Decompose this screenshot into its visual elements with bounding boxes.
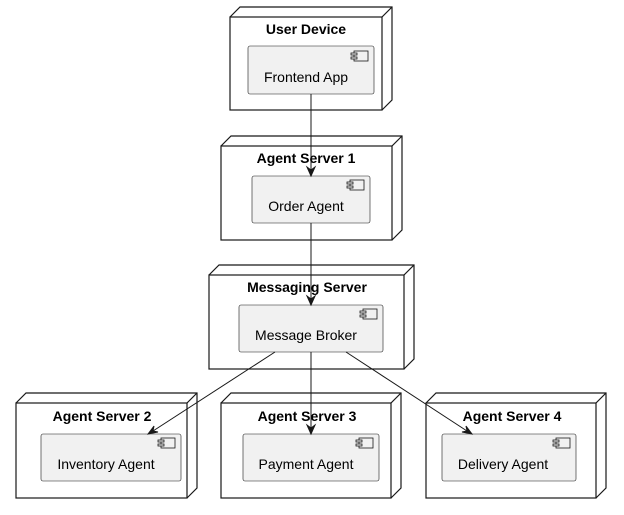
component-label: Delivery Agent — [458, 456, 548, 472]
node-title-agent-server-2: Agent Server 2 — [53, 408, 152, 424]
component-message-broker[interactable]: Message Broker — [238, 304, 384, 353]
component-icon — [359, 308, 378, 320]
node-user-device: User Device Frontend App — [229, 6, 393, 111]
link-broker-to-inventory — [146, 351, 276, 435]
node-agent-server-2: Agent Server 2 Inventory Agent — [15, 392, 198, 499]
component-icon — [552, 437, 571, 449]
node-agent-server-3: Agent Server 3 Payment Agent — [220, 392, 402, 499]
component-icon — [346, 179, 365, 191]
arrowhead — [305, 423, 317, 436]
arrowhead — [305, 294, 317, 307]
component-label: Frontend App — [264, 69, 348, 85]
component-payment-agent[interactable]: Payment Agent — [242, 433, 380, 482]
component-icon — [350, 50, 369, 62]
component-icon — [355, 437, 374, 449]
link-order-to-broker — [305, 223, 317, 307]
component-frontend-app[interactable]: Frontend App — [247, 45, 375, 95]
arrowhead — [305, 165, 317, 178]
node-agent-server-4: Agent Server 4 Delivery Agent — [425, 392, 607, 499]
node-agent-server-1: Agent Server 1 Order Agent — [220, 135, 403, 241]
link-frontend-to-order — [305, 94, 317, 178]
node-title-user-device: User Device — [266, 21, 346, 37]
node-title-agent-server-3: Agent Server 3 — [258, 408, 357, 424]
component-label: Payment Agent — [259, 456, 354, 472]
node-messaging-server: Messaging Server Message Broker — [208, 264, 415, 370]
component-inventory-agent[interactable]: Inventory Agent — [40, 433, 182, 482]
arrowhead — [146, 425, 159, 435]
node-title-messaging-server: Messaging Server — [247, 279, 367, 295]
node-title-agent-server-4: Agent Server 4 — [463, 408, 562, 424]
component-order-agent[interactable]: Order Agent — [251, 175, 371, 224]
link-broker-to-delivery — [345, 351, 474, 435]
node-title-agent-server-1: Agent Server 1 — [257, 150, 356, 166]
arrowhead — [461, 425, 474, 435]
component-icon — [157, 437, 176, 449]
component-label: Order Agent — [268, 198, 344, 214]
component-delivery-agent[interactable]: Delivery Agent — [441, 433, 577, 482]
link-broker-to-payment — [305, 352, 317, 436]
component-label: Message Broker — [255, 327, 357, 343]
component-label: Inventory Agent — [57, 456, 154, 472]
